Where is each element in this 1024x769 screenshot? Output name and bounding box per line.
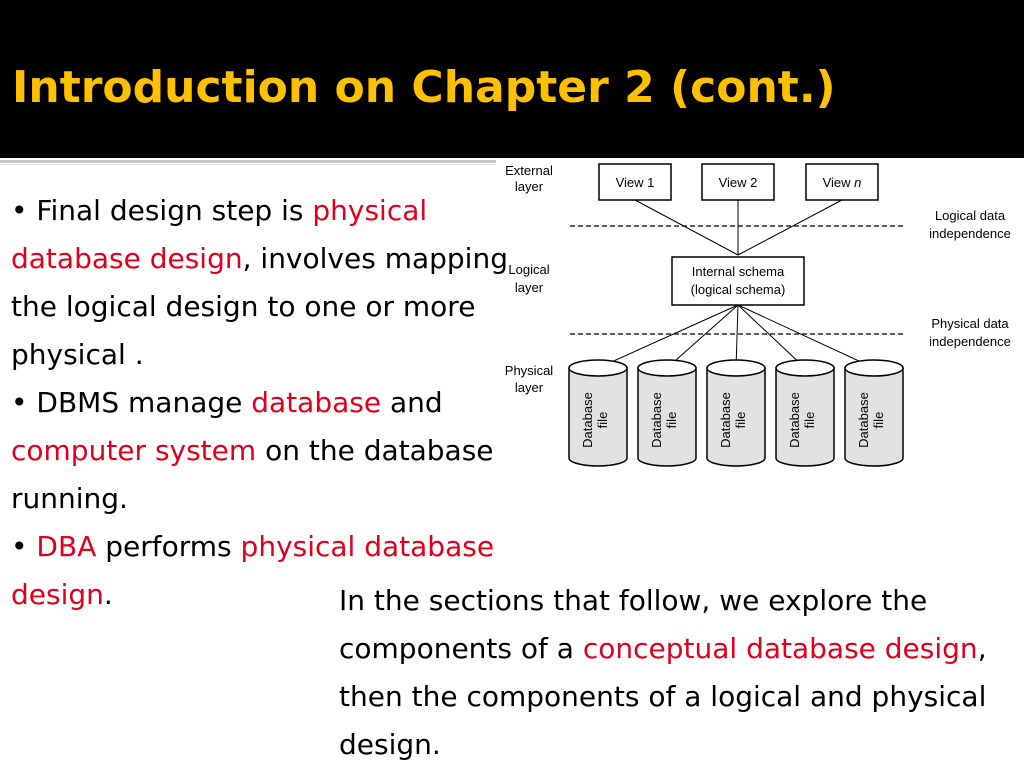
highlight-term: conceptual database design [582,632,978,665]
database-file-label: Database [856,392,871,448]
bullet-text: on the database running. [11,434,494,515]
bullet-item: • Final design step is physical database… [11,187,516,379]
database-file-label: file [871,412,886,429]
bullet-text: . [103,578,113,611]
logical-independence-label: independence [929,226,1011,241]
view-box: View n [805,163,879,201]
internal-schema-box: Internal schema (logical schema) [671,256,805,306]
bullet-text: performs [96,530,241,563]
view-label-text: View [823,175,855,190]
bullet-text: • [11,530,37,563]
bullet-item: • DBMS manage database and computer syst… [11,379,516,523]
highlight-term: DBA [36,530,97,563]
database-file-label: file [802,412,817,429]
database-file-label: file [664,412,679,429]
database-file-label: Database [787,392,802,448]
view-box: View 2 [701,163,775,201]
bullet-text: • Final design step is [11,194,313,227]
view-connectors [634,199,843,256]
external-layer-label: External [505,163,553,178]
title-divider [0,160,496,163]
view-box: View 1 [598,163,672,201]
schema-label: Internal schema [692,264,785,279]
diagram-canvas: External layer Logical layer Physical la… [505,163,1011,467]
physical-independence-label: independence [929,334,1011,349]
logical-layer-label: Logical [508,262,549,277]
bullet-text: , involves mapping the logical design to… [11,242,508,371]
closing-paragraph: In the sections that follow, we explore … [339,577,1009,769]
highlight-term: physical database design [11,530,495,611]
highlight-term: computer system [11,434,257,467]
file-connectors [597,304,875,369]
view-label: View 2 [719,175,758,190]
closing-text: , then the components of a logical and p… [339,632,987,761]
database-file-label: file [733,412,748,429]
three-layer-diagram: External layer Logical layer Physical la… [496,158,1024,476]
external-layer-label: layer [515,179,544,194]
view-label: View 1 [616,175,655,190]
title-bar: Introduction on Chapter 2 (cont.) [0,0,1024,158]
bullet-text: and [381,386,443,419]
physical-layer-label: Physical [505,363,554,378]
schema-label: (logical schema) [691,282,786,297]
logical-independence-label: Logical data [935,208,1006,223]
title-divider-thin [0,164,496,165]
database-file-label: file [595,412,610,429]
view-label: View n [823,175,862,190]
bullet-list: • Final design step is physical database… [11,187,516,619]
highlight-term: database [251,386,382,419]
physical-independence-label: Physical data [931,316,1009,331]
database-file-label: Database [580,392,595,448]
bullet-text: • DBMS manage [11,386,252,419]
bullet-item: • DBA performs physical database design. [11,523,516,619]
closing-text: In the sections that follow, we explore … [339,584,928,665]
view-label-italic: n [854,175,861,190]
highlight-term: physical database design [11,194,428,275]
database-file-label: Database [718,392,733,448]
database-file-label: Database [649,392,664,448]
slide-title: Introduction on Chapter 2 (cont.) [12,62,836,113]
physical-layer-label: layer [515,380,544,395]
logical-layer-label: layer [515,280,544,295]
